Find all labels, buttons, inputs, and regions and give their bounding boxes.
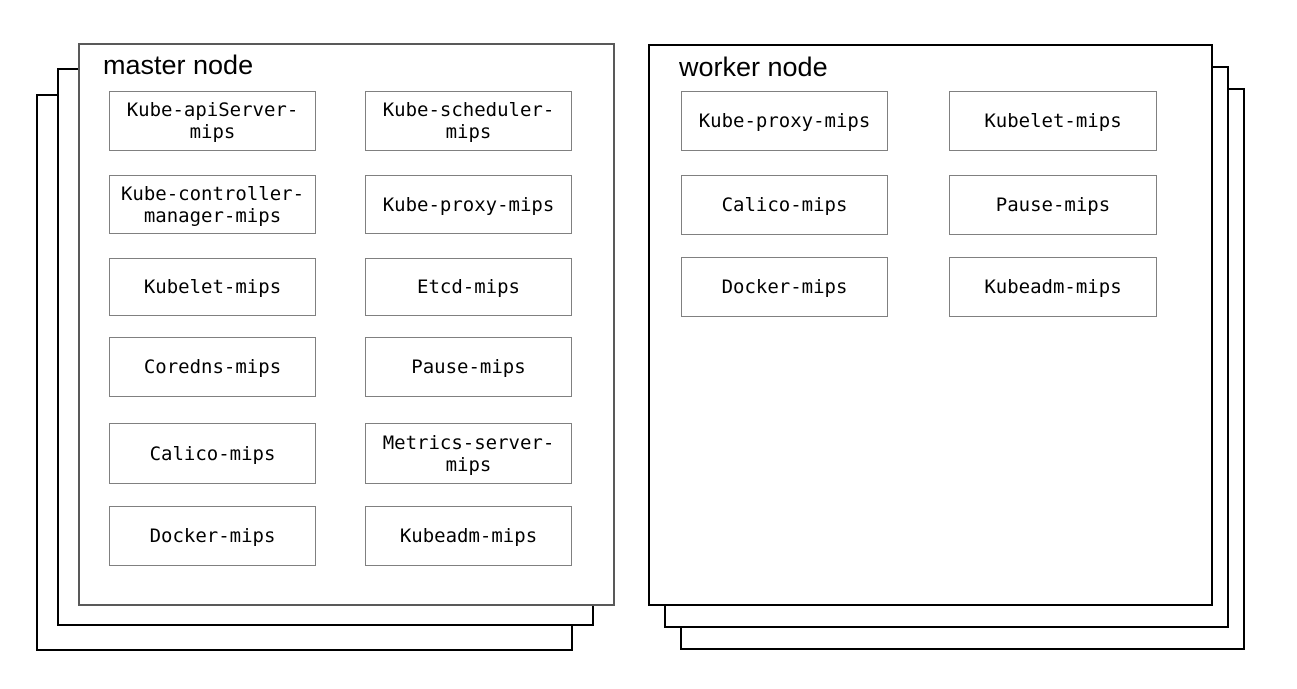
component-box: Calico-mips — [109, 423, 316, 484]
component-label: Pause-mips — [995, 194, 1111, 216]
component-label: Pause-mips — [411, 356, 526, 378]
component-label: Kubelet-mips — [984, 110, 1122, 132]
component-box: Kubeadm-mips — [365, 506, 572, 566]
component-label: Calico-mips — [149, 442, 276, 465]
component-label: Coredns-mips — [143, 356, 282, 378]
component-box: Kubelet-mips — [109, 258, 316, 316]
component-box: Etcd-mips — [365, 258, 572, 316]
component-label: Kubeadm-mips — [399, 525, 538, 547]
component-box: Kube-proxy-mips — [365, 175, 572, 234]
component-label: Docker-mips — [721, 276, 848, 298]
component-label: Kube-scheduler-mips — [382, 99, 555, 143]
component-label: Kube-apiServer-mips — [126, 99, 299, 143]
component-box: Kubeadm-mips — [949, 257, 1157, 317]
component-label: Etcd-mips — [417, 276, 520, 298]
component-label: Metrics-server-mips — [382, 431, 555, 476]
component-box: Docker-mips — [109, 506, 316, 566]
component-label: Kube-proxy-mips — [382, 193, 555, 216]
master-node-panel: master node Kube-apiServer-mips Kube-sche… — [78, 43, 615, 606]
component-box: Pause-mips — [949, 175, 1157, 235]
component-box: Kubelet-mips — [949, 91, 1157, 151]
component-label: Calico-mips — [721, 194, 848, 216]
component-box: Kube-proxy-mips — [681, 91, 888, 151]
component-label: Kubeadm-mips — [984, 276, 1122, 298]
component-label: Kubelet-mips — [143, 276, 282, 298]
component-box: Pause-mips — [365, 337, 572, 397]
component-box: Coredns-mips — [109, 337, 316, 397]
component-box: Kube-apiServer-mips — [109, 91, 316, 151]
component-box: Kube-controller-manager-mips — [109, 175, 316, 234]
master-node-title: master node — [103, 50, 254, 80]
component-label: Kube-proxy-mips — [698, 110, 871, 132]
component-box: Calico-mips — [681, 175, 888, 235]
component-label: Kube-controller-manager-mips — [120, 182, 305, 227]
component-box: Kube-scheduler-mips — [365, 91, 572, 151]
component-label: Docker-mips — [149, 525, 276, 547]
component-box: Metrics-server-mips — [365, 423, 572, 484]
worker-node-title: worker node — [679, 52, 828, 82]
component-box: Docker-mips — [681, 257, 888, 317]
